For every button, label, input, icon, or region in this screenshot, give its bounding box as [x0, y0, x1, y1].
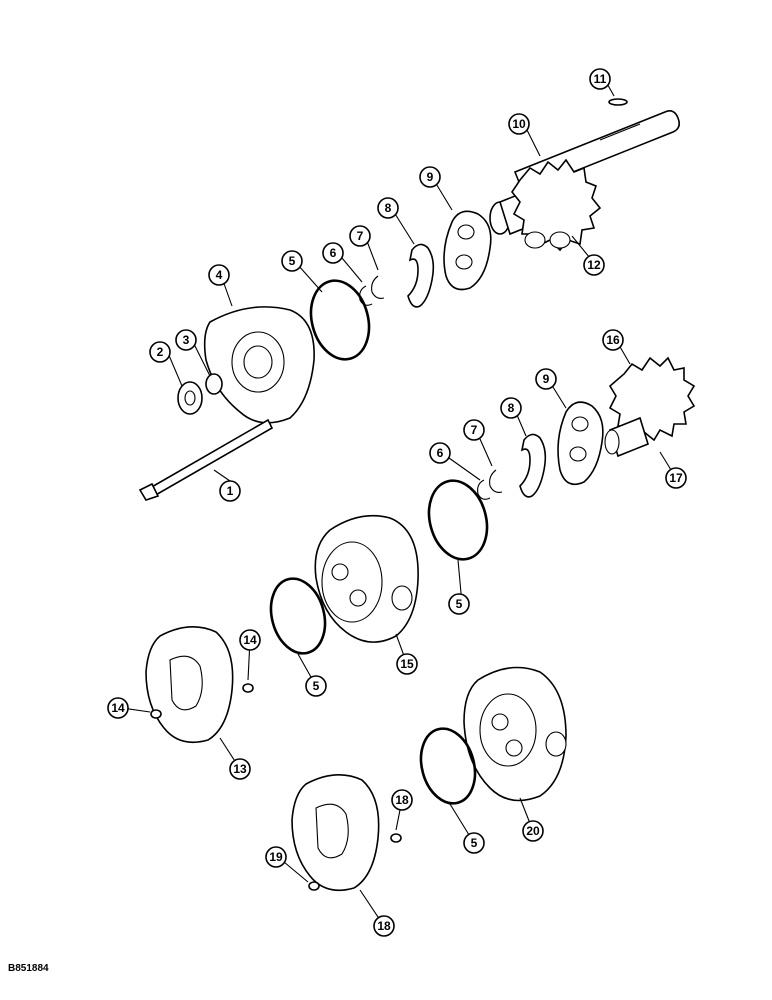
callout-8-a: 8 [377, 197, 399, 219]
callout-5-d: 5 [463, 832, 485, 854]
end-plate-part [145, 626, 234, 744]
seal-ring-lower [477, 479, 491, 500]
callout-11: 11 [589, 68, 611, 90]
callout-2: 2 [149, 341, 171, 363]
callout-16: 16 [602, 329, 624, 351]
callout-18-b: 18 [373, 915, 395, 937]
callout-7-b: 7 [463, 419, 485, 441]
rear-cover-part [463, 666, 567, 802]
callout-18-a-label: 18 [395, 793, 409, 807]
o-ring-mid-right [427, 479, 489, 561]
drive-gear-part [511, 158, 602, 252]
seal-ring-upper [359, 285, 373, 306]
callout-8-b-label: 8 [508, 401, 515, 415]
callout-7-b-label: 7 [471, 423, 478, 437]
callout-7-a: 7 [349, 225, 371, 247]
callout-4-label: 4 [216, 268, 223, 282]
callout-5-a: 5 [281, 250, 303, 272]
callout-5-d-label: 5 [471, 836, 478, 850]
callout-1-label: 1 [227, 484, 234, 498]
callout-5-c-label: 5 [313, 679, 320, 693]
callout-3: 3 [175, 329, 197, 351]
callout-17-label: 17 [669, 471, 683, 485]
callout-5-b-label: 5 [456, 597, 463, 611]
callout-9-b: 9 [535, 368, 557, 390]
dowel-pin-lower-right [390, 833, 402, 843]
o-ring-mid-left [269, 577, 327, 655]
callout-8-a-label: 8 [385, 201, 392, 215]
callout-14-b: 14 [107, 697, 129, 719]
callout-9-b-label: 9 [543, 372, 550, 386]
front-cover-part [203, 306, 315, 424]
callout-10: 10 [508, 113, 530, 135]
key-part [608, 98, 628, 106]
callout-5-a-label: 5 [289, 254, 296, 268]
callout-2-label: 2 [157, 345, 164, 359]
wear-plate-upper [443, 210, 492, 291]
callout-16-label: 16 [606, 333, 620, 347]
callout-19: 19 [265, 846, 287, 868]
callout-8-b: 8 [500, 397, 522, 419]
callout-6-a-label: 6 [330, 246, 337, 260]
callout-13-label: 13 [233, 762, 247, 776]
callout-14-a: 14 [239, 629, 261, 651]
callout-11-label: 11 [594, 72, 607, 86]
callout-3-label: 3 [183, 333, 190, 347]
gear-housing-part [314, 514, 419, 643]
callout-14-b-label: 14 [111, 701, 125, 715]
callout-15-label: 15 [400, 657, 414, 671]
dowel-pin-left [150, 709, 162, 719]
o-ring-upper [309, 279, 371, 361]
callout-9-a: 9 [419, 166, 441, 188]
callout-6-b: 6 [429, 442, 451, 464]
seal-lower [519, 433, 547, 498]
end-plate-lower-part [291, 774, 380, 892]
dowel-pin-right [242, 683, 254, 693]
driven-gear-part [604, 356, 696, 458]
callout-20-label: 20 [526, 824, 540, 838]
leader-lines [121, 79, 677, 927]
callout-9-a-label: 9 [427, 170, 434, 184]
backup-ring-upper [371, 275, 385, 299]
callout-1: 1 [219, 480, 241, 502]
callout-13: 13 [229, 758, 251, 780]
dowel-pin-lower-left [308, 881, 320, 891]
callout-7-a-label: 7 [357, 229, 364, 243]
callout-19-label: 19 [269, 850, 283, 864]
figure-code: B851884 [8, 963, 49, 974]
washer-part [205, 373, 223, 395]
callout-18-a: 18 [391, 789, 413, 811]
callout-15: 15 [396, 653, 418, 675]
backup-ring-lower [489, 469, 503, 493]
callout-17: 17 [665, 467, 687, 489]
seal-upper [407, 243, 435, 308]
o-ring-lower [419, 727, 477, 805]
callout-6-a: 6 [322, 242, 344, 264]
callout-5-b: 5 [448, 593, 470, 615]
callout-14-a-label: 14 [243, 633, 257, 647]
callout-12-label: 12 [587, 258, 601, 272]
callout-18-b-label: 18 [377, 919, 391, 933]
callout-6-b-label: 6 [437, 446, 444, 460]
callout-20: 20 [522, 820, 544, 842]
callout-4: 4 [208, 264, 230, 286]
bolt-part [138, 418, 274, 501]
callout-10-label: 10 [512, 117, 526, 131]
callout-12: 12 [583, 254, 605, 276]
wear-plate-lower [557, 401, 604, 486]
callout-5-c: 5 [305, 675, 327, 697]
